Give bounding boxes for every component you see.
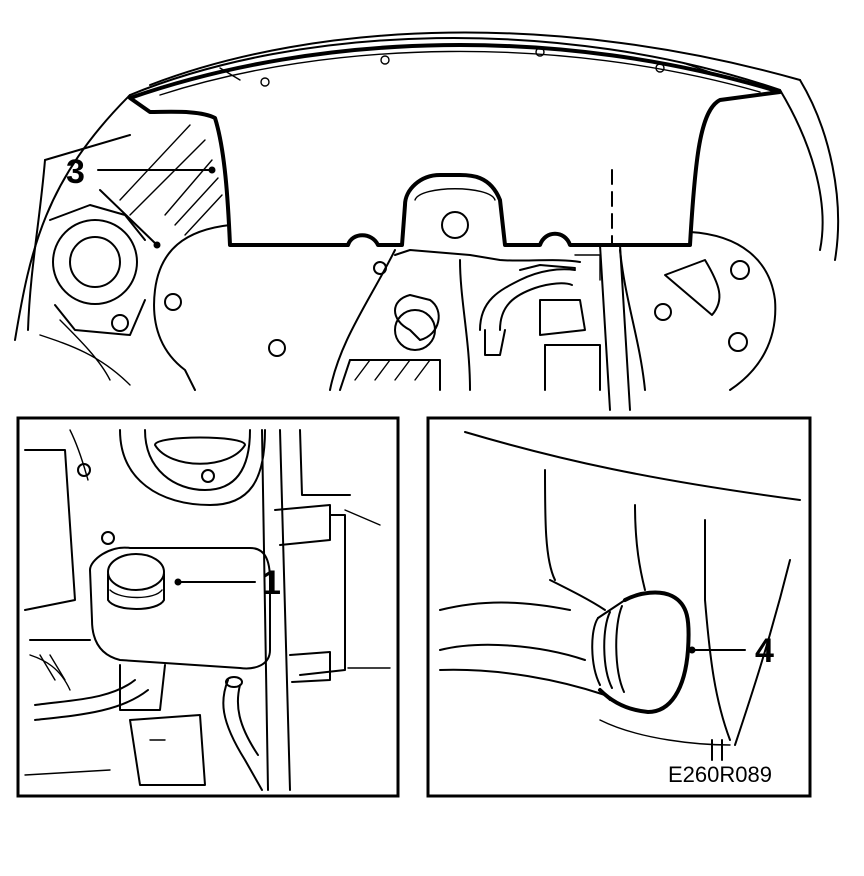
detail-view-4: 4 E260R089 bbox=[426, 416, 812, 798]
detail-view-1: 1 bbox=[16, 416, 400, 798]
callout-label-1: 1 bbox=[262, 564, 281, 602]
top-overview-view: 3 bbox=[14, 31, 840, 411]
callout-label-4: 4 bbox=[755, 632, 774, 670]
callout-label-3: 3 bbox=[66, 153, 85, 191]
figure-code: E260R089 bbox=[668, 762, 772, 787]
